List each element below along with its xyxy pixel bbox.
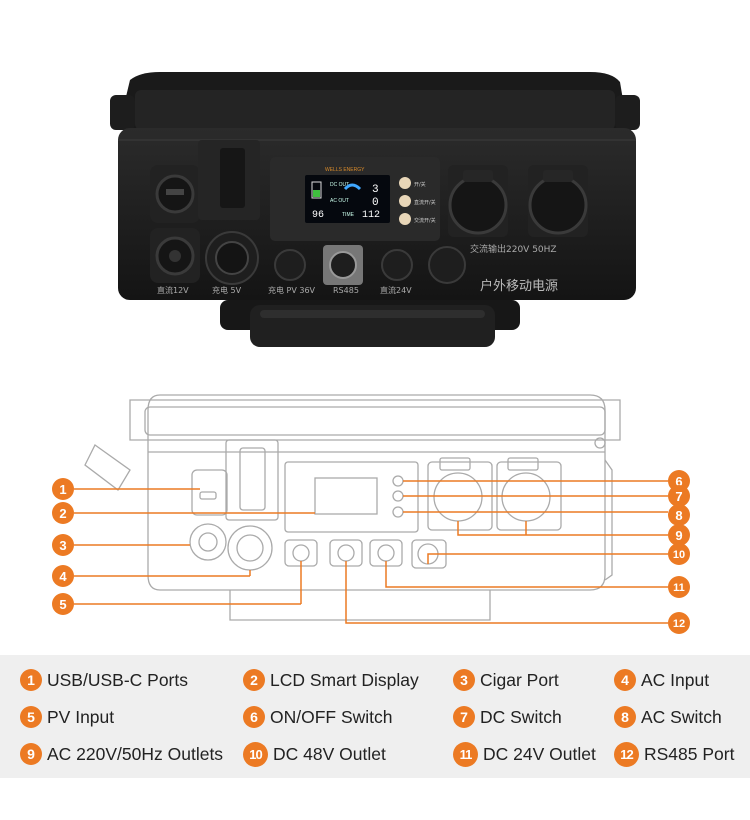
legend-item: 11 DC 24V Outlet	[453, 741, 596, 767]
svg-text:交流输出220V 50HZ: 交流输出220V 50HZ	[470, 243, 557, 255]
legend-number: 6	[243, 706, 265, 728]
legend-number: 3	[453, 669, 475, 691]
svg-text:直流12V: 直流12V	[157, 285, 189, 295]
legend-item: 10 DC 48V Outlet	[243, 741, 386, 767]
brand-label: WELLS ENERGY	[325, 167, 365, 173]
legend-label: RS485 Port	[644, 743, 735, 764]
legend-label: AC 220V/50Hz Outlets	[47, 743, 224, 764]
legend-item: 7 DC Switch	[453, 704, 562, 730]
svg-text:11: 11	[673, 582, 685, 594]
rs485-port-icon	[323, 245, 363, 285]
svg-text:8: 8	[675, 508, 682, 523]
product-photo: WELLS ENERGY DC OUT AC OUT 3 0 96 TIME 1…	[110, 72, 640, 347]
svg-text:开/关: 开/关	[414, 181, 426, 188]
legend-number: 1	[20, 669, 42, 691]
svg-text:交流开/关: 交流开/关	[414, 217, 436, 224]
svg-text:DC OUT: DC OUT	[330, 182, 349, 188]
svg-text:户外移动电源: 户外移动电源	[480, 278, 558, 294]
svg-text:充电 PV 36V: 充电 PV 36V	[268, 285, 316, 295]
legend-label: Cigar Port	[480, 669, 559, 690]
legend-label: AC Input	[641, 669, 710, 690]
svg-text:6: 6	[675, 474, 682, 489]
legend-label: DC 48V Outlet	[273, 743, 386, 764]
legend-item: 5 PV Input	[20, 704, 114, 730]
svg-text:3: 3	[372, 184, 379, 196]
svg-text:3: 3	[59, 538, 66, 553]
usb-port-icon	[150, 165, 200, 223]
svg-text:9: 9	[675, 528, 682, 543]
legend-label: LCD Smart Display	[270, 669, 419, 690]
legend-item: 3 Cigar Port	[453, 667, 559, 693]
svg-text:直流开/关: 直流开/关	[414, 199, 436, 206]
legend-label: DC 24V Outlet	[483, 743, 596, 764]
lcd-display: DC OUT AC OUT 3 0 96 TIME 112	[305, 175, 390, 223]
svg-text:10: 10	[673, 549, 685, 561]
dc48-port-icon	[428, 246, 466, 284]
legend-label: ON/OFF Switch	[270, 706, 393, 727]
svg-text:4: 4	[59, 569, 67, 584]
svg-text:1: 1	[59, 482, 66, 497]
svg-text:直流24V: 直流24V	[380, 285, 412, 295]
legend-label: AC Switch	[641, 706, 722, 727]
legend-item: 4 AC Input	[614, 667, 709, 693]
legend-number: 7	[453, 706, 475, 728]
legend-item: 9 AC 220V/50Hz Outlets	[20, 741, 223, 767]
port-diagram: 1 2 3 4 5 6 7 8 9 10 11 12	[52, 394, 690, 634]
svg-text:7: 7	[675, 489, 682, 504]
svg-text:充电 5V: 充电 5V	[212, 285, 242, 295]
cigar-port-icon	[150, 228, 200, 283]
legend-item: 6 ON/OFF Switch	[243, 704, 393, 730]
svg-text:5: 5	[59, 597, 66, 612]
legend: 1 USB/USB-C Ports 2 LCD Smart Display 3 …	[0, 655, 750, 778]
ac-outlet-icon	[448, 165, 508, 237]
legend-number: 12	[614, 741, 639, 767]
legend-number: 4	[614, 669, 636, 691]
pv-input-port-icon	[274, 249, 306, 281]
legend-item: 12 RS485 Port	[614, 741, 734, 767]
legend-number: 5	[20, 706, 42, 728]
svg-text:0: 0	[372, 197, 379, 209]
legend-label: PV Input	[47, 706, 115, 727]
svg-text:RS485: RS485	[333, 286, 359, 295]
ac-outlet-icon	[528, 165, 588, 237]
legend-number: 8	[614, 706, 636, 728]
svg-text:AC OUT: AC OUT	[330, 198, 349, 204]
legend-item: 2 LCD Smart Display	[243, 667, 419, 693]
legend-number: 10	[243, 741, 268, 767]
legend-number: 2	[243, 669, 265, 691]
dc24-port-icon	[381, 249, 413, 281]
svg-text:2: 2	[59, 506, 66, 521]
svg-text:12: 12	[673, 618, 685, 630]
svg-text:96: 96	[312, 210, 324, 221]
svg-text:TIME: TIME	[342, 212, 355, 218]
callout-badges: 1 2 3 4 5 6 7 8 9 10 11 12	[52, 470, 690, 634]
ac-input-port-icon	[205, 231, 259, 285]
svg-text:112: 112	[362, 210, 380, 221]
legend-label: DC Switch	[480, 706, 562, 727]
legend-number: 11	[453, 741, 478, 767]
legend-item: 1 USB/USB-C Ports	[20, 667, 188, 693]
legend-label: USB/USB-C Ports	[47, 669, 188, 690]
legend-item: 8 AC Switch	[614, 704, 722, 730]
panel-buttons: 开/关 直流开/关 交流开/关	[399, 177, 436, 225]
legend-number: 9	[20, 743, 42, 765]
